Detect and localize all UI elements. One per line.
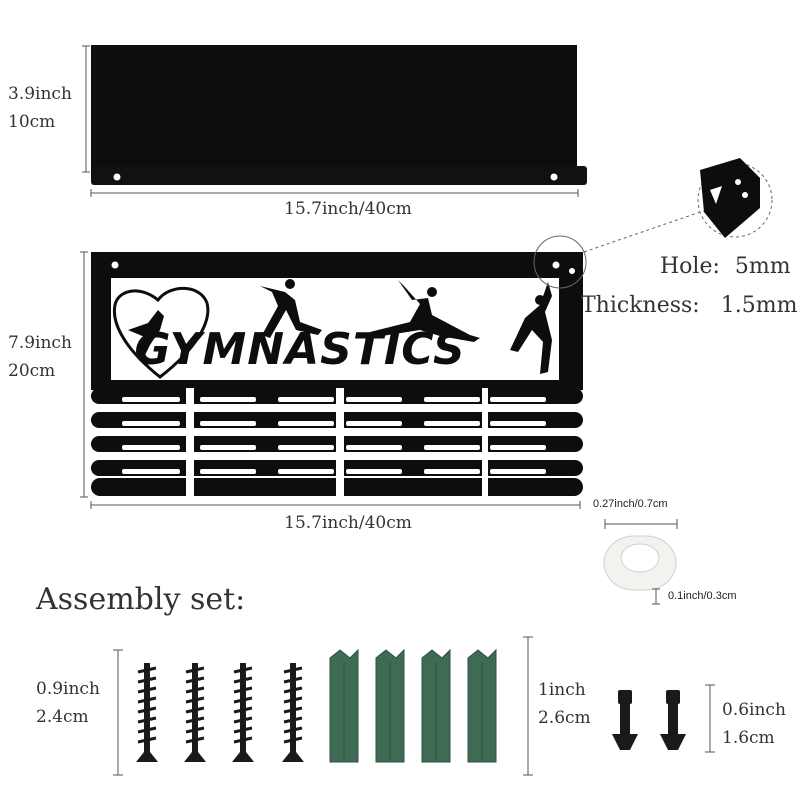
hole-value: 5mm [734,254,791,279]
screw-1 [136,663,158,762]
shelf-height-inch: 3.9inch [8,84,72,104]
thickness-label: Thickness: [581,293,700,318]
shelf-height-cm: 10cm [8,112,56,132]
hole-spec: Hole: 5mm [660,254,791,279]
spacer-width-label: 0.27inch/0.7cm [593,498,668,510]
bolt-1 [612,690,638,750]
hanger-right-post [559,252,583,387]
detail-zoom-corner [700,158,760,238]
anchor-1 [329,648,359,763]
anchor-size-inch: 1inch [538,680,586,700]
hanger-hole-left [111,261,119,269]
screw-3 [232,663,254,762]
anchor-2 [375,648,405,763]
screw-2 [184,663,206,762]
bolt-size-label: 0.6inch 1.6cm [722,696,786,752]
hole-label: Hole: [660,254,720,279]
hanger-width-label: 15.7inch/40cm [284,513,412,533]
shelf-height-label: 3.9inch 10cm [8,80,72,136]
wall-anchors [329,648,497,763]
assembly-title: Assembly set: [36,582,246,617]
hanger-hole-right [552,261,560,269]
heart-dancer [128,310,164,355]
detail-source-circle [533,235,587,289]
screw-size-inch: 0.9inch [36,679,100,699]
gymnastics-sign-text: GYMNASTICS [134,324,466,375]
hanger-top-rail [91,252,583,278]
shelf-lip [91,166,587,185]
anchor-4 [467,648,497,763]
shelf-panel [91,45,577,169]
gymnast-silhouettes [260,279,552,374]
spacer-height-label: 0.1inch/0.3cm [668,590,737,602]
hanger-height-inch: 7.9inch [8,333,72,353]
screw-4 [282,663,304,762]
thickness-spec: Thickness: 1.5mm [581,293,797,318]
shelf-hole-right [550,173,558,181]
heart-outline [112,286,210,379]
hanger-left-post [91,252,111,387]
screw-size-label: 0.9inch 2.4cm [36,675,100,731]
thickness-value: 1.5mm [720,293,798,318]
medal-slots [122,388,546,496]
bolts [612,690,686,750]
shelf-width-label: 15.7inch/40cm [284,199,412,219]
bolt-size-inch: 0.6inch [722,700,786,720]
hanger-height-label: 7.9inch 20cm [8,329,72,385]
shelf-hole-left [113,173,121,181]
bolt-2 [660,690,686,750]
screw-size-cm: 2.4cm [36,707,89,727]
anchor-size-cm: 2.6cm [538,708,591,728]
anchor-3 [421,648,451,763]
bolt-size-cm: 1.6cm [722,728,775,748]
hanger-height-cm: 20cm [8,361,56,381]
anchor-size-label: 1inch 2.6cm [538,676,591,732]
wood-screws [136,663,304,762]
